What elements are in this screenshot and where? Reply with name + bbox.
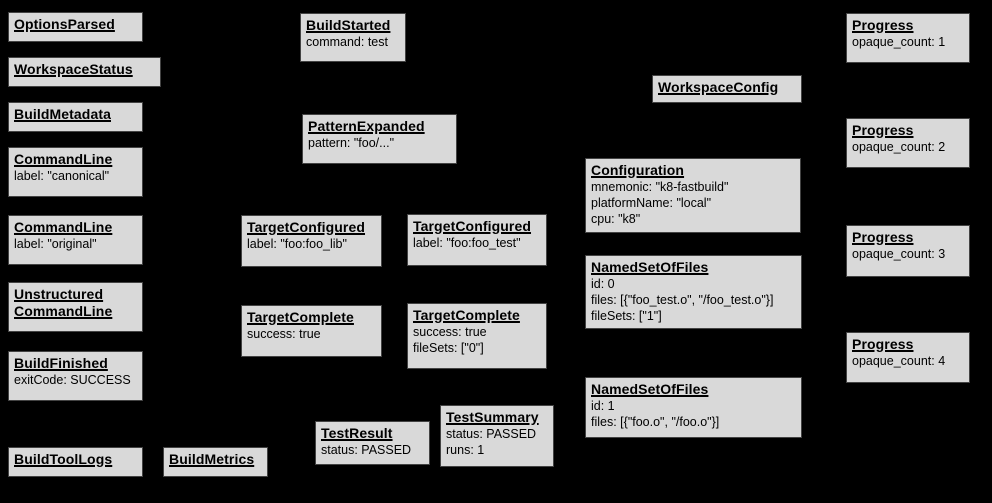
event-field: label: "original" <box>14 237 97 251</box>
event-fields: opaque_count: 4 <box>852 353 964 369</box>
event-title: TargetComplete <box>247 309 354 325</box>
event-node: Configuration mnemonic: "k8-fastbuild" pl… <box>585 158 801 233</box>
event-title: CommandLine <box>14 219 113 235</box>
event-node: BuildMetadata <box>8 102 143 132</box>
event-node: Progress opaque_count: 1 <box>846 13 970 63</box>
event-title: BuildMetadata <box>14 106 111 122</box>
event-title: TargetConfigured <box>413 218 532 234</box>
event-node: NamedSetOfFiles id: 1 files: [{"foo.o", "… <box>585 377 802 438</box>
event-field: label: "canonical" <box>14 169 110 183</box>
event-fields: pattern: "foo/..." <box>308 135 451 151</box>
event-node: Progress opaque_count: 3 <box>846 225 970 277</box>
event-field: cpu: "k8" <box>591 212 641 226</box>
event-title: Progress <box>852 229 914 245</box>
event-title: OptionsParsed <box>14 16 115 32</box>
event-node: Progress opaque_count: 4 <box>846 332 970 383</box>
event-title: Progress <box>852 336 914 352</box>
event-title: Unstructured CommandLine <box>14 286 113 319</box>
event-field: fileSets: ["1"] <box>591 309 662 323</box>
event-node: PatternExpanded pattern: "foo/..." <box>302 114 457 164</box>
event-title: TargetComplete <box>413 307 520 323</box>
event-node: TargetConfigured label: "foo:foo_test" <box>407 214 547 266</box>
event-field: id: 0 <box>591 277 615 291</box>
event-node: BuildToolLogs <box>8 447 143 477</box>
event-fields: opaque_count: 2 <box>852 139 964 155</box>
event-title: WorkspaceConfig <box>658 79 779 95</box>
event-field: status: PASSED <box>321 443 412 457</box>
event-fields: command: test <box>306 34 400 50</box>
event-fields: opaque_count: 1 <box>852 34 964 50</box>
event-fields: exitCode: SUCCESS <box>14 372 137 388</box>
event-node: BuildFinished exitCode: SUCCESS <box>8 351 143 401</box>
event-title: BuildFinished <box>14 355 108 371</box>
event-fields: id: 0 files: [{"foo_test.o", "/foo_test.o… <box>591 276 796 324</box>
event-fields: label: "foo:foo_lib" <box>247 236 376 252</box>
event-node: TargetComplete success: true fileSets: ["… <box>407 303 547 369</box>
event-node: TestResult status: PASSED <box>315 421 430 465</box>
event-node: Unstructured CommandLine <box>8 282 143 332</box>
event-field: runs: 1 <box>446 443 485 457</box>
event-node: TargetComplete success: true <box>241 305 382 357</box>
event-fields: label: "canonical" <box>14 168 137 184</box>
event-field: exitCode: SUCCESS <box>14 373 131 387</box>
event-fields: success: true fileSets: ["0"] <box>413 324 541 356</box>
event-fields: label: "original" <box>14 236 137 252</box>
event-fields: opaque_count: 3 <box>852 246 964 262</box>
event-title: CommandLine <box>14 151 113 167</box>
event-title: PatternExpanded <box>308 118 425 134</box>
event-node: NamedSetOfFiles id: 0 files: [{"foo_test.… <box>585 255 802 329</box>
event-field: label: "foo:foo_test" <box>413 236 521 250</box>
event-field: command: test <box>306 35 388 49</box>
event-fields: success: true <box>247 326 376 342</box>
event-title: BuildMetrics <box>169 451 255 467</box>
event-fields: status: PASSED <box>321 442 424 458</box>
event-node: WorkspaceConfig <box>652 75 802 103</box>
event-field: status: PASSED <box>446 427 537 441</box>
event-field: success: true <box>413 325 487 339</box>
event-node: TargetConfigured label: "foo:foo_lib" <box>241 215 382 267</box>
event-field: mnemonic: "k8-fastbuild" <box>591 180 729 194</box>
event-node: CommandLine label: "canonical" <box>8 147 143 197</box>
event-title: Progress <box>852 122 914 138</box>
event-field: success: true <box>247 327 321 341</box>
event-fields: id: 1 files: [{"foo.o", "/foo.o"}] <box>591 398 796 430</box>
event-title: BuildStarted <box>306 17 391 33</box>
event-node: CommandLine label: "original" <box>8 215 143 265</box>
event-node: OptionsParsed <box>8 12 143 42</box>
event-fields: mnemonic: "k8-fastbuild" platformName: "l… <box>591 179 795 227</box>
event-field: platformName: "local" <box>591 196 712 210</box>
event-title: TestSummary <box>446 409 539 425</box>
event-title: Progress <box>852 17 914 33</box>
event-field: files: [{"foo.o", "/foo.o"}] <box>591 415 720 429</box>
event-title: NamedSetOfFiles <box>591 381 709 397</box>
event-field: fileSets: ["0"] <box>413 341 484 355</box>
event-node: BuildMetrics <box>163 447 268 477</box>
event-fields: status: PASSED runs: 1 <box>446 426 548 458</box>
event-field: files: [{"foo_test.o", "/foo_test.o"}] <box>591 293 774 307</box>
event-title: Configuration <box>591 162 685 178</box>
event-title: WorkspaceStatus <box>14 61 133 77</box>
event-field: opaque_count: 2 <box>852 140 946 154</box>
event-field: id: 1 <box>591 399 615 413</box>
event-node: Progress opaque_count: 2 <box>846 118 970 168</box>
event-field: label: "foo:foo_lib" <box>247 237 347 251</box>
event-field: pattern: "foo/..." <box>308 136 395 150</box>
event-node: WorkspaceStatus <box>8 57 161 87</box>
event-title: NamedSetOfFiles <box>591 259 709 275</box>
event-field: opaque_count: 1 <box>852 35 946 49</box>
event-title: TargetConfigured <box>247 219 366 235</box>
event-node: BuildStarted command: test <box>300 13 406 62</box>
event-title: BuildToolLogs <box>14 451 113 467</box>
event-fields: label: "foo:foo_test" <box>413 235 541 251</box>
event-field: opaque_count: 4 <box>852 354 946 368</box>
event-node: TestSummary status: PASSED runs: 1 <box>440 405 554 467</box>
event-title: TestResult <box>321 425 393 441</box>
event-field: opaque_count: 3 <box>852 247 946 261</box>
